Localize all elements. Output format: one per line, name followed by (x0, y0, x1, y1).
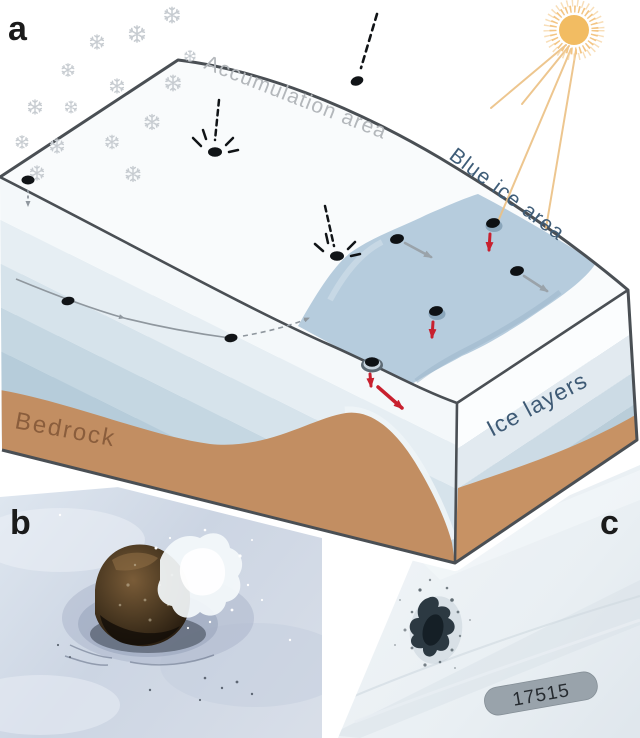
panel-b-label: b (10, 504, 31, 542)
meteorite-dot (330, 251, 344, 261)
emergence-arrow (485, 232, 494, 252)
bedrock-left (0, 390, 455, 563)
sun-core (559, 15, 589, 45)
snowflake-icon (61, 63, 75, 77)
snow-highlight (0, 675, 120, 735)
snowflake-icon (109, 78, 125, 94)
meteorite-impact (191, 98, 240, 157)
meteorite-trail (213, 98, 221, 142)
sample-tag: 17515 (484, 671, 598, 716)
blue-ice-highlight (327, 239, 384, 302)
sparkle-dots (58, 513, 292, 642)
snowflake-icon (27, 99, 43, 115)
emergence-arrow (366, 372, 375, 388)
sastrugi-line (344, 595, 640, 701)
meteorite-specks (394, 578, 471, 669)
buried-meteorite (21, 175, 35, 207)
snowflake-icon (128, 25, 146, 43)
rock-highlight (112, 552, 158, 571)
meteorite-trail (323, 204, 336, 248)
surface-flow-arrows (403, 241, 549, 293)
impact-splash (191, 128, 240, 154)
ice-sparkle-core (179, 548, 226, 596)
glacier-block-diagram (0, 52, 640, 571)
falling-meteorite (350, 12, 379, 86)
snowflake-icon (164, 6, 180, 24)
meteorite-dot (224, 333, 238, 343)
dark-flecks (56, 643, 254, 702)
meteorite-dot (21, 175, 35, 185)
meteorite-dot (365, 357, 379, 367)
meteorite-dot (429, 306, 443, 316)
rock-dark-base (100, 615, 180, 646)
block-outline (0, 58, 639, 565)
left-face-details (0, 390, 457, 563)
flow-arrow (522, 274, 549, 293)
snowflake-icon (15, 135, 29, 149)
emergence-arrow (428, 320, 437, 339)
sun-beams (490, 44, 577, 229)
meteorite-dot (510, 266, 524, 276)
bedrock-right (455, 414, 637, 563)
block-inner-edges (0, 175, 629, 564)
meteorite-dot (486, 218, 500, 228)
emerging-meteorites (361, 218, 503, 410)
emergence-arrows (366, 232, 494, 410)
panel-c-label: c (600, 504, 619, 542)
panel-a-label: a (8, 10, 28, 48)
meteorite-dot (350, 76, 364, 86)
blue-ice-band (298, 194, 596, 384)
emergence-arrow (376, 385, 404, 410)
sun-icon (490, 0, 605, 229)
sun-outer-rays (543, 0, 605, 61)
meteorite-core (422, 614, 444, 646)
meteorite-dot (208, 147, 222, 157)
englacial-flow-path (15, 278, 310, 343)
meteorite-impact (313, 204, 362, 261)
meteorite-trail (359, 12, 379, 70)
sample-tag-body (484, 671, 598, 716)
snowflake-icon (89, 34, 105, 50)
flow-line (123, 317, 231, 339)
snow-highlight (0, 508, 145, 572)
blue-ice-streak (414, 290, 562, 383)
meteorite-dot (61, 296, 75, 306)
sastrugi-line (354, 618, 640, 724)
flow-arrow (403, 241, 433, 259)
meteorite-dot (390, 234, 404, 244)
ice-cracks (64, 644, 215, 666)
sun-rays (549, 5, 599, 55)
snowflake-icon (64, 100, 78, 114)
impact-splash (313, 232, 362, 258)
